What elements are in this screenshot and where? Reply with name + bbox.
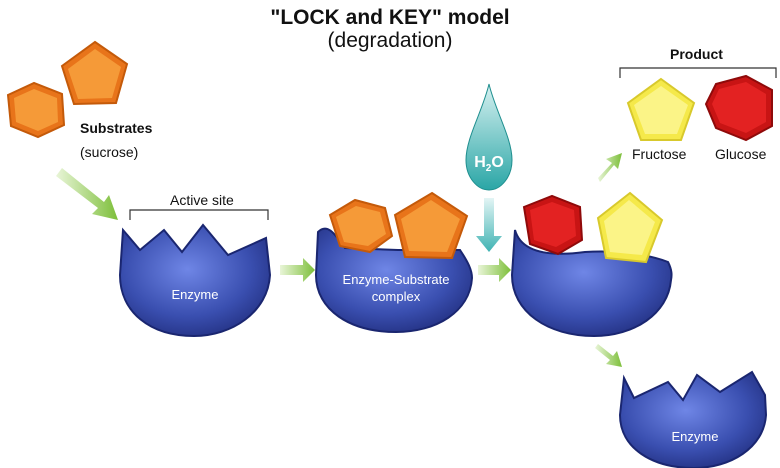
arrow-complex-to-products <box>478 258 511 282</box>
complex-label-line1: Enzyme-Substrate <box>342 272 450 287</box>
enzyme-label: Enzyme <box>171 287 219 302</box>
enzyme-substrate-complex <box>314 191 474 334</box>
water-2: 2 <box>485 163 492 175</box>
water-drop-icon <box>465 83 513 191</box>
active-site-bracket <box>129 209 269 220</box>
substrate-sucrose <box>6 40 129 139</box>
arrow-to-product-release <box>598 153 622 182</box>
water-h: H <box>474 154 486 171</box>
fructose-pentagon <box>626 77 696 141</box>
substrates-sublabel: (sucrose) <box>80 144 139 160</box>
product-label: Product <box>670 46 723 62</box>
water-arrow <box>476 198 502 252</box>
glucose-label: Glucose <box>715 146 767 162</box>
enzyme-free-initial <box>118 223 272 338</box>
enzyme-free-final <box>618 370 768 468</box>
complex-label-line2: complex <box>371 289 421 304</box>
glucose-hexagon <box>704 74 773 142</box>
arrow-to-free-enzyme <box>595 344 622 367</box>
arrow-enzyme-to-complex <box>280 258 315 282</box>
substrates-label: Substrates <box>80 120 153 136</box>
enzyme-products-bound <box>510 191 673 338</box>
diagram-subtitle: (degradation) <box>327 29 453 52</box>
fructose-label: Fructose <box>632 146 687 162</box>
diagram-title: "LOCK and KEY" model <box>270 6 510 29</box>
enzyme-label-final: Enzyme <box>671 429 719 444</box>
product-bracket <box>619 67 777 78</box>
active-site-label: Active site <box>170 192 234 208</box>
water-label: H2O <box>466 154 512 174</box>
arrow-substrate-to-enzyme <box>56 168 118 220</box>
water-o: O <box>491 154 504 171</box>
